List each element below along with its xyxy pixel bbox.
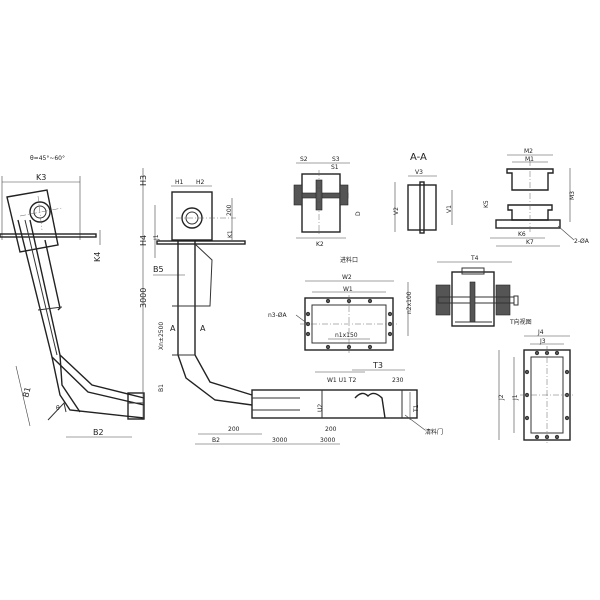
dim-S1: S1 [331,164,339,171]
head-box-front [171,191,213,241]
drive-body [451,271,495,327]
dim-J2: J2 [498,394,505,401]
angle-label: θ=45°~60° [30,155,65,162]
dim-S3: S3 [332,156,340,163]
dim-3000-vert: 3000 [139,288,148,308]
dim-K6: K6 [518,231,526,238]
dim-200-a: 200 [228,426,240,433]
holes-2-A: 2-ØA [574,238,590,245]
dim-T1: T1 [413,404,420,413]
dim-H2: H2 [196,179,205,186]
dim-3000-a: 3000 [272,437,287,444]
dim-H4: H4 [139,235,148,246]
dim-W1: W1 [343,286,353,293]
dim-W2: W2 [342,274,352,281]
section-mark-a-right: A [200,324,206,333]
drive-view: T4 [435,255,519,327]
dim-K3: K3 [36,173,46,182]
mount-plate [0,233,97,238]
head-box [6,189,59,253]
horizontal-casing [251,389,418,419]
dim-n2x100: n2x100 [406,291,413,314]
casing-front-outer [177,240,253,406]
dim-3000-b: 3000 [320,437,335,444]
head-pulley [29,201,51,223]
dim-M1: M1 [525,156,534,163]
upper-flange [506,168,554,191]
right-view: M2 M1 M3 K5 K6 K7 2-ØA [483,148,590,247]
dim-B2-front: B2 [212,437,220,444]
tail-sprocket [354,392,386,419]
dim-J3: J3 [539,338,546,345]
section-body [407,184,437,231]
holes-n3-A: n3-ØA [268,312,288,319]
mount-plate-front [156,240,246,245]
clean-door-label: 清料门 [425,428,443,436]
casing-outer [17,219,145,406]
dim-U2: U2 [317,404,324,412]
dim-M2: M2 [524,148,533,155]
theta-label: θ [56,405,60,412]
dim-K7: K7 [526,239,534,246]
dim-M3: M3 [569,191,576,200]
dim-K1: K1 [227,230,234,238]
dim-B1: B1 [21,386,32,399]
dim-K2: K2 [316,241,324,248]
dim-B5: B5 [153,265,164,274]
dim-H1: H1 [175,179,184,186]
dim-200-b: 200 [325,426,337,433]
front-view: H3 H1 H2 200 K1 H4 J1 B5 3000 Xn±2500 A … [139,168,443,445]
side-view: θ=45°~60° K3 K4 θ B1 B2 [0,155,145,438]
dim-B2: B2 [93,428,104,437]
dim-V2: V2 [393,207,400,215]
t-view: T向视图 J4 J3 J2 J1 [498,318,574,444]
dim-T4: T4 [470,255,479,262]
dim-V1: V1 [446,205,453,213]
section-mark-a-left: A [170,324,176,333]
section-title: A-A [410,152,427,163]
dim-K4: K4 [93,252,102,262]
t-view-title: T向视图 [509,318,532,326]
top-view: S2 S3 S1 D K2 [293,156,362,248]
dim-H3: H3 [139,175,148,186]
inlet-title: 进料口 [340,256,358,264]
dim-S2: S2 [300,156,308,163]
dim-n1x150: n1x150 [335,332,358,339]
dim-J4: J4 [537,329,544,336]
dim-J1-t: J1 [512,394,519,401]
dim-V3: V3 [415,169,423,176]
section-aa: A-A V3 V2 V1 [393,152,453,234]
dim-Xn: Xn±2500 [158,322,165,350]
dim-K5: K5 [483,200,490,208]
dim-230: 230 [392,377,404,384]
dim-B1-front: B1 [158,384,165,392]
dim-D: D [355,211,362,216]
dim-200-top: 200 [226,204,233,216]
dim-W1-U1-T2: W1 U1 T2 [327,377,356,384]
bolt-holes [305,298,393,350]
inlet-view: 进料口 W2 W1 n3-ØA n2x100 n1x150 [268,256,413,353]
dim-J1: J1 [153,234,160,241]
dim-T3: T3 [372,361,383,370]
base-plate [495,219,561,229]
tail-box [127,392,145,420]
